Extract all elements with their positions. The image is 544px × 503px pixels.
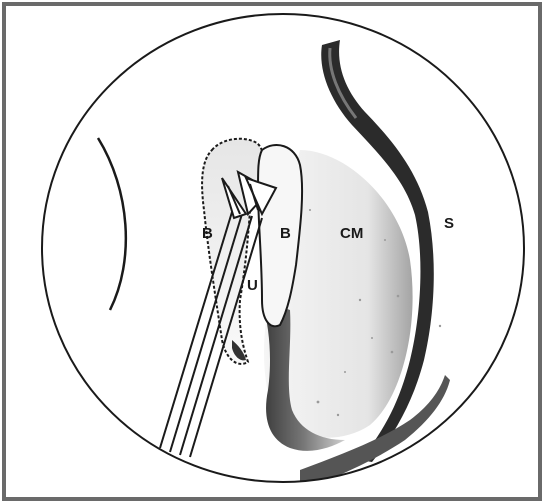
label-s: S (444, 215, 454, 232)
label-b-right: B (280, 225, 291, 242)
label-b-left: B (202, 225, 213, 242)
label-cm: CM (340, 225, 363, 242)
label-u: U (247, 277, 258, 294)
